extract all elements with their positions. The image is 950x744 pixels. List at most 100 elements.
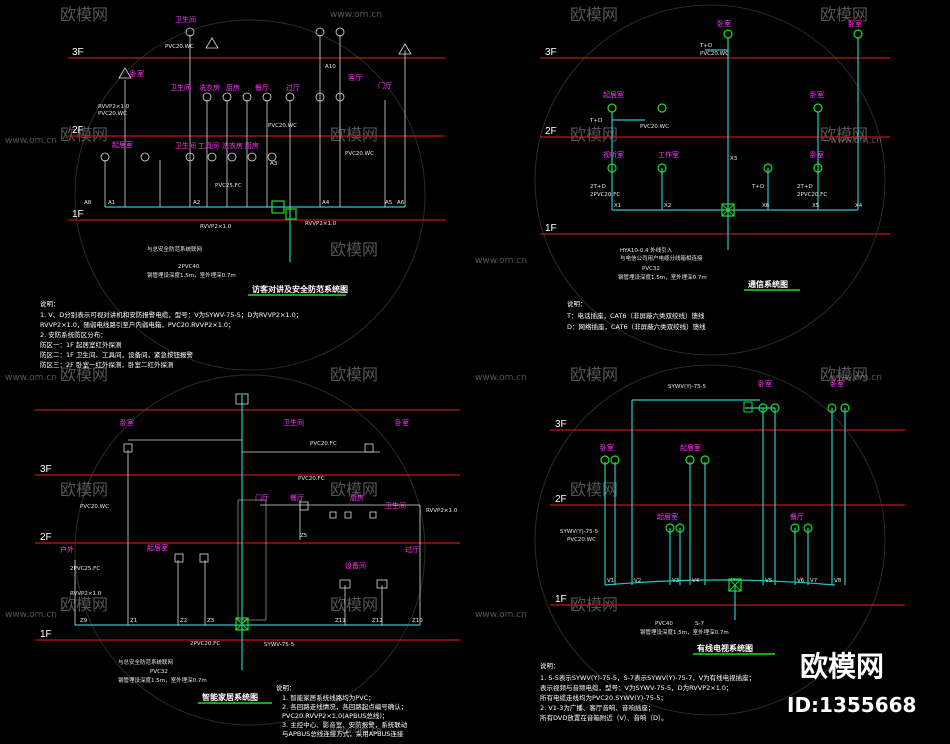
intercom-cable-fc: PVC25.FC <box>215 183 242 189</box>
telecom-outlets <box>607 29 863 173</box>
smarthome-entry-note: 与总安全防范系统联网 <box>118 658 174 666</box>
catv-note-0: 说明： <box>540 661 560 670</box>
telecom-floor-label-1f: 1F <box>545 223 557 234</box>
intercom-room-hall: 过厅 <box>286 83 300 92</box>
telecom-note-2: D：网络插座，CAT6（非屏蔽六类双绞线）馈线 <box>567 322 706 331</box>
catv-room-2: 起居室 <box>680 443 701 452</box>
smarthome-room-8: 起居室 <box>147 543 168 552</box>
telecom-label-2td-1f: 2T+D <box>797 184 813 190</box>
smarthome-depth-note: 钢管埋设深度1.5m，室外埋深0.7m <box>118 676 207 684</box>
smarthome-axis-z5: Z5 <box>300 533 308 539</box>
telecom-entry-note: 与电信公司用户电缆分线箱相连接 <box>620 254 703 262</box>
intercom-room-tool-2f: 工具间 <box>198 142 219 150</box>
smarthome-panel: 3F 2F 1F <box>35 393 460 738</box>
watermark-logo: 欧模网 <box>60 125 108 144</box>
watermark-url: www.om.cn <box>5 610 57 620</box>
intercom-cable-wc-top: PVC20.WC <box>165 44 194 50</box>
intercom-room-laundry: 洗衣房 <box>199 83 220 92</box>
smarthome-axis-z1: Z1 <box>130 618 137 624</box>
catv-note-3: 所有电缆走线均为PVC20.SYWV(Y)-75-5； <box>540 693 667 702</box>
watermark-url: www.om.cn <box>830 136 882 146</box>
telecom-room-6: 工作室 <box>658 150 679 159</box>
floor-label-3f: 3F <box>72 47 84 58</box>
watermark-url: www.om.cn <box>5 373 57 383</box>
telecom-label-td-2f: T+D <box>589 118 602 124</box>
catv-title: 有线电视系统图 <box>697 643 753 653</box>
smarthome-note-2: 2. 各回路走线情况，各回路起点编号确认； <box>282 702 407 711</box>
smarthome-axis-z9: Z9 <box>80 618 88 624</box>
smarthome-control-panel <box>237 499 267 621</box>
intercom-room-living: 客厅 <box>348 73 362 82</box>
catv-note-2: 表示视频与音频电缆，型号：V为SYWV-75-5，D为RVVP2×1.0； <box>540 683 733 692</box>
telecom-room-3: 起居室 <box>603 90 624 99</box>
smarthome-label-2fc: 2PVC25.FC <box>70 566 100 572</box>
watermark-logo: 欧模网 <box>330 240 378 259</box>
telecom-label-wc-2f: PVC20.WC <box>640 124 669 130</box>
intercom-cable-rvvp-1f: RVVP2×1.0 <box>200 224 232 230</box>
intercom-entry-note: 与总安全防范系统联网 <box>147 245 203 253</box>
intercom-room-bedroom: 卧室 <box>130 69 144 78</box>
smarthome-note-4: 3. 主控中心、影音室、安防报警，系统联动 <box>282 720 408 729</box>
smarthome-floor-label-1f: 1F <box>40 629 52 640</box>
intercom-note-4: 防区一：1F 起居室红外探测 <box>40 340 122 349</box>
intercom-axis-a3: A3 <box>270 161 278 167</box>
telecom-floor-label-2f: 2F <box>545 126 557 137</box>
intercom-axis-a5: A5 <box>385 200 393 206</box>
intercom-room-laundry-2f: 洗衣房 <box>222 141 243 150</box>
intercom-axis-a6: A6 <box>397 200 405 206</box>
catv-room-1: 卧室 <box>600 443 614 452</box>
intercom-axis-a1: A1 <box>108 200 115 206</box>
intercom-axis-a8: A8 <box>84 200 92 206</box>
smarthome-floor-label-2f: 2F <box>40 532 52 543</box>
telecom-room-4: 卧室 <box>810 90 824 99</box>
catv-room-5: 起居室 <box>657 512 678 521</box>
telecom-panel: 3F 2F 1F 卧室 卧室 <box>540 19 890 331</box>
smarthome-room-4: 门厅 <box>255 493 269 502</box>
smarthome-room-9: 户外 <box>60 545 74 554</box>
catv-label-sywv: SYWV(Y)-75-5 <box>560 529 599 535</box>
catv-axis-v3: V3 <box>672 578 680 584</box>
watermark-logo: 欧模网 <box>60 5 108 24</box>
catv-floor-label-1f: 1F <box>555 594 567 605</box>
smarthome-room-6: 厨房 <box>350 493 364 502</box>
telecom-axis-x2: X2 <box>664 203 671 209</box>
telecom-axis-x6: X6 <box>762 203 770 209</box>
intercom-cable-wc-3f: PVC20.WC <box>268 123 297 129</box>
catv-label-sywv-top: SYWV(Y)-75-5 <box>668 384 707 390</box>
catv-axis-v6: V6 <box>797 578 805 584</box>
telecom-title: 通信系统图 <box>748 279 788 289</box>
smarthome-label-sywv: SYWV-75-5 <box>264 642 295 648</box>
watermark-logo: 欧模网 <box>820 365 868 384</box>
telecom-label-fc-1f: 2PVC20.FC <box>797 192 827 198</box>
watermark-logo-large: 欧模网 <box>800 650 884 683</box>
intercom-note-6: 防区三：2F 卧室一红外探测，卧室二红外探测 <box>40 360 174 369</box>
smarthome-axis-z2: Z2 <box>180 618 187 624</box>
smarthome-label-rvvp-1f: RVVP2×1.0 <box>70 591 102 597</box>
watermark-url: www.om.cn <box>5 136 57 146</box>
catv-label-pvc40: PVC40 <box>655 621 673 627</box>
smarthome-label-fc-2: PVC20.FC <box>298 476 325 482</box>
catv-room-6: 餐厅 <box>790 512 804 521</box>
smarthome-axis-z11: Z11 <box>335 618 346 624</box>
watermark-logo: 欧模网 <box>570 480 618 499</box>
watermark-logo: 欧模网 <box>330 365 378 384</box>
telecom-axis-x3: X3 <box>730 156 738 162</box>
intercom-room-wc-2f: 卫生间 <box>175 141 196 150</box>
catv-floor-label-2f: 2F <box>555 494 567 505</box>
telecom-room-2: 卧室 <box>848 19 862 28</box>
watermark-url: www.om.cn <box>475 256 527 266</box>
telecom-room-7: 卧室 <box>810 150 824 159</box>
intercom-junction-box <box>271 200 285 214</box>
intercom-note-5: 防区二：1F 卫生间、工具间，设备间，紧急按钮报警 <box>40 350 193 359</box>
telecom-axis-x4: X4 <box>855 203 863 209</box>
watermark-logo: 欧模网 <box>330 595 378 614</box>
catv-axis-v4: V4 <box>692 578 700 584</box>
watermark-logo: 欧模网 <box>60 480 108 499</box>
smarthome-devices <box>123 393 388 589</box>
smarthome-room-1: 卧室 <box>120 418 134 427</box>
telecom-note-0: 说明： <box>567 299 587 308</box>
watermark-logo: 欧模网 <box>60 595 108 614</box>
smarthome-room-11: 过厅 <box>405 545 419 554</box>
smarthome-room-7: 卫生间 <box>385 501 406 510</box>
